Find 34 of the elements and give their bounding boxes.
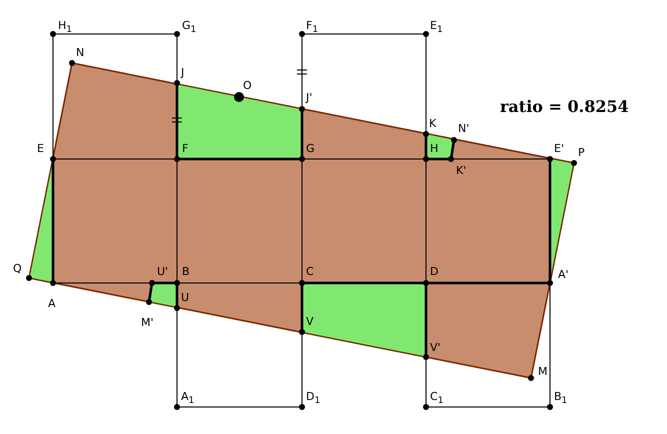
- point-label: A': [558, 269, 569, 280]
- point-label: C$_{1}$: [430, 391, 444, 406]
- point-label: E$_{1}$: [430, 20, 443, 35]
- point-label: B$_{1}$: [554, 391, 568, 406]
- point-label: D: [430, 266, 438, 277]
- point-label: U: [181, 292, 190, 303]
- point-label: U': [157, 266, 168, 277]
- point-label: V: [306, 316, 314, 327]
- point-label: A$_{1}$: [181, 391, 194, 406]
- point-label: J': [306, 92, 312, 103]
- point-label: P: [578, 147, 585, 158]
- point-label: H: [430, 143, 438, 154]
- point-label: A: [48, 298, 56, 309]
- point-label: G$_{1}$: [182, 20, 196, 35]
- point-label: M: [538, 366, 548, 377]
- point-label: V': [430, 342, 441, 353]
- point-label: G: [306, 143, 315, 154]
- point-label: O: [243, 80, 252, 91]
- point-label: J: [181, 67, 184, 78]
- point-label: B: [182, 266, 190, 277]
- point-label: F$_{1}$: [306, 20, 318, 35]
- point-label: C: [306, 266, 314, 277]
- point-label: H$_{1}$: [58, 20, 72, 35]
- point-label: E: [37, 143, 44, 154]
- point-label: N': [458, 123, 470, 134]
- point-label: Q: [13, 263, 22, 274]
- point-label: K': [456, 165, 466, 176]
- ratio-label: ratio = 0.8254: [500, 97, 629, 116]
- point-label: K: [429, 118, 436, 129]
- point-label: E': [554, 143, 564, 154]
- point-label: F: [182, 143, 188, 154]
- point-label: M': [141, 317, 154, 328]
- point-label: N: [76, 47, 84, 58]
- point-label: D$_{1}$: [306, 391, 320, 406]
